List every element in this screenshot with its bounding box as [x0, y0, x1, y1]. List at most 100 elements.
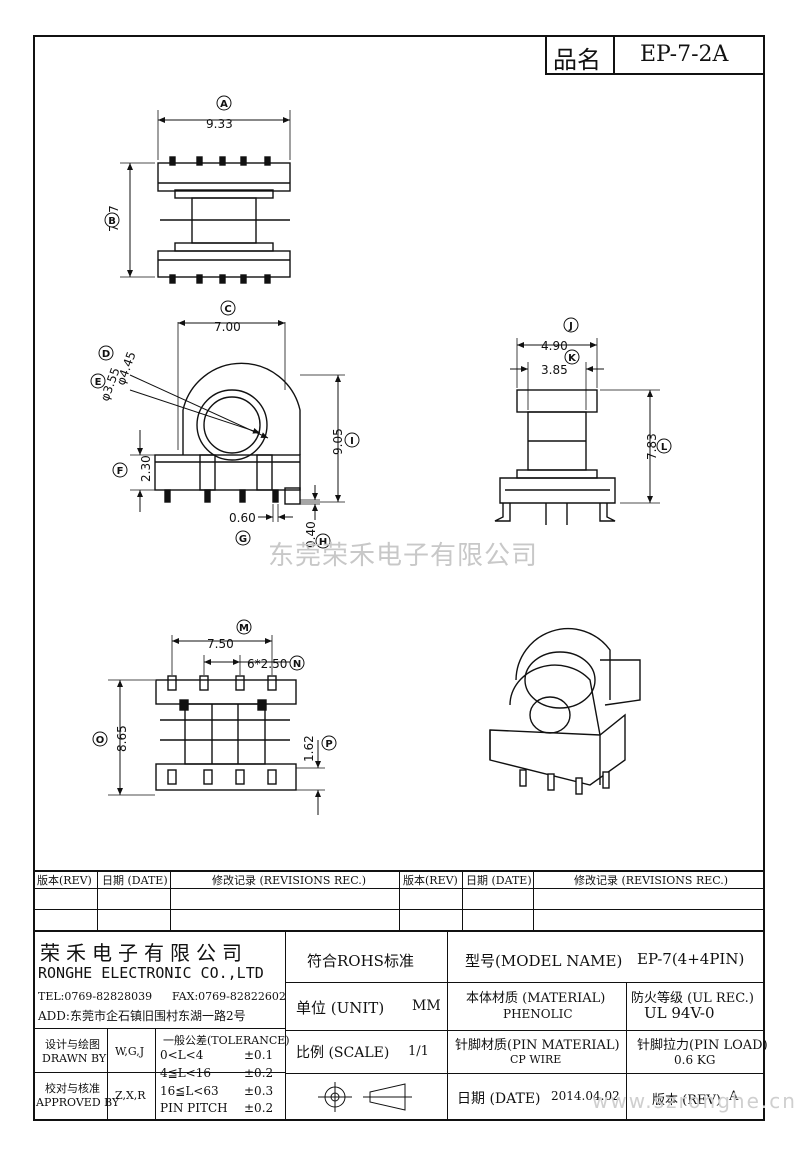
tolerance-range-3: PIN PITCH	[160, 1101, 228, 1115]
part-name-label: 品名	[553, 46, 601, 74]
drawing-frame	[33, 35, 765, 1121]
tb-left-row-1	[33, 1028, 285, 1029]
tolerance-range-2: 16≦L<63	[160, 1084, 219, 1098]
front-view	[129, 320, 345, 522]
tb-left-col-2	[155, 1028, 156, 1121]
dim-p-value: 1.62	[302, 735, 316, 762]
part-name-divider	[613, 35, 615, 75]
callout-n: N	[289, 655, 305, 671]
rev-header-date-1: 日期 (DATE)	[102, 874, 168, 887]
callout-p: P	[321, 735, 337, 751]
callout-f: F	[112, 462, 128, 478]
scale-value: 1/1	[408, 1044, 429, 1059]
tolerance-value-0: ±0.1	[244, 1048, 274, 1062]
pin-load-value: 0.6 KG	[674, 1053, 716, 1067]
model-value: EP-7(4+4PIN)	[637, 950, 745, 968]
approved-by-en: APPROVED BY	[36, 1096, 120, 1109]
technical-drawing: 9.33 7.67 7.00 φ4.45 φ3.55 2.30 0.60 0.4…	[90, 95, 672, 815]
company-address: ADD:东莞市企石镇旧围村东湖一路2号	[38, 1009, 246, 1023]
callout-c: C	[220, 300, 236, 316]
approved-by-cn: 校对与核准	[45, 1082, 100, 1095]
rev-header-rec-2: 修改记录 (REVISIONS REC.)	[574, 874, 729, 887]
tb-row-2	[285, 1030, 765, 1031]
svg-text:K: K	[568, 353, 577, 364]
drawn-by-cn: 设计与绘图	[45, 1038, 100, 1051]
svg-text:D: D	[102, 349, 110, 360]
dim-a-value: 9.33	[206, 117, 233, 131]
svg-text:J: J	[568, 321, 573, 332]
dim-f-value: 2.30	[139, 455, 153, 482]
svg-text:B: B	[108, 216, 116, 227]
callout-h: H	[315, 533, 331, 549]
tb-left-col-1	[107, 1028, 108, 1121]
rev-header-rev-2: 版本(REV)	[403, 874, 458, 887]
svg-text:C: C	[224, 304, 231, 315]
callout-l: L	[656, 438, 672, 454]
rev-col-2	[170, 870, 171, 932]
dim-g-value: 0.60	[229, 511, 256, 525]
tolerance-title: 一般公差(TOLERANCE)	[163, 1034, 290, 1047]
date-value: 2014.04.02	[551, 1089, 620, 1103]
dim-n-value: 6*2.50	[247, 657, 287, 671]
pin-material-value: CP WIRE	[510, 1053, 562, 1066]
ul-label: 防火等级 (UL REC.)	[631, 991, 754, 1006]
svg-text:O: O	[96, 735, 105, 746]
rev-col-4	[462, 870, 463, 932]
date-label: 日期 (DATE)	[457, 1091, 541, 1107]
callout-b: B	[104, 212, 120, 228]
callout-g: G	[235, 530, 251, 546]
company-en: RONGHE ELECTRONIC CO.,LTD	[38, 964, 264, 982]
pin-material-label: 针脚材质(PIN MATERIAL)	[455, 1038, 620, 1053]
projection-symbol-icon	[318, 1082, 412, 1112]
approved-by-value: Z,X,R	[115, 1089, 146, 1102]
rev-header-date-2: 日期 (DATE)	[466, 874, 532, 887]
svg-text:I: I	[350, 436, 354, 447]
callout-a: A	[216, 95, 232, 111]
svg-text:N: N	[293, 659, 301, 670]
tolerance-value-1: ±0.2	[244, 1066, 274, 1080]
rev-header-rec-1: 修改记录 (REVISIONS REC.)	[212, 874, 367, 887]
company-fax: FAX:0769-82822602	[172, 990, 286, 1003]
material-label: 本体材质 (MATERIAL)	[466, 991, 606, 1006]
watermark-company: 东莞荣禾电子有限公司	[268, 541, 539, 571]
svg-text:A: A	[220, 99, 228, 110]
model-label: 型号(MODEL NAME)	[465, 952, 623, 970]
callout-o: O	[92, 731, 108, 747]
watermark-website: www.szronghe.cn	[592, 1089, 797, 1113]
rev-col-1	[97, 870, 98, 932]
rev-col-3	[399, 870, 400, 932]
svg-text:G: G	[239, 534, 247, 545]
svg-text:L: L	[661, 442, 668, 453]
bottom-view	[108, 635, 325, 815]
rev-value: A	[729, 1089, 739, 1104]
callout-j: J	[563, 317, 579, 333]
unit-value: MM	[412, 998, 441, 1014]
dim-c-value: 7.00	[214, 320, 241, 334]
dim-k-value: 3.85	[541, 363, 568, 377]
tb-left-row-2	[33, 1072, 285, 1073]
side-view	[494, 338, 660, 525]
dim-j-value: 4.90	[541, 339, 568, 353]
tb-row-3	[285, 1073, 765, 1074]
svg-text:M: M	[239, 623, 249, 634]
svg-text:H: H	[319, 537, 327, 548]
svg-text:E: E	[95, 377, 102, 388]
tb-row-1	[285, 982, 765, 983]
unit-label: 单位 (UNIT)	[296, 999, 385, 1017]
callout-e: E	[90, 373, 106, 389]
dim-l-value: 7.83	[645, 433, 659, 460]
part-name-box	[545, 35, 765, 75]
tolerance-range-0: 0<L<4	[160, 1048, 204, 1062]
tb-col-right	[626, 982, 627, 1121]
svg-text:F: F	[117, 466, 124, 477]
tolerance-range-1: 4≦L<16	[160, 1066, 211, 1080]
tolerance-value-2: ±0.3	[244, 1084, 274, 1098]
pin-load-label: 针脚拉力(PIN LOAD)	[637, 1038, 768, 1053]
dim-o-value: 8.65	[115, 725, 129, 752]
callout-d: D	[98, 345, 114, 361]
dim-h-value: 0.40	[304, 521, 318, 548]
dim-i-value: 9.05	[331, 428, 345, 455]
drawn-by-value: W,G,J	[115, 1045, 145, 1058]
top-view	[120, 110, 291, 284]
rev-header-rev-1: 版本(REV)	[37, 874, 92, 887]
